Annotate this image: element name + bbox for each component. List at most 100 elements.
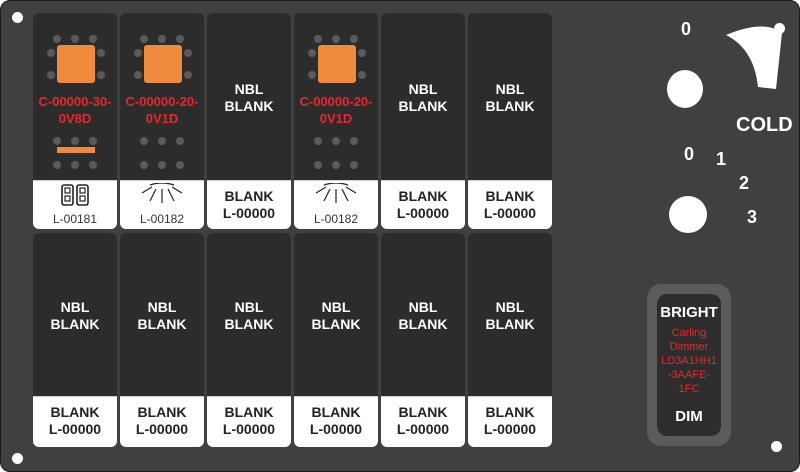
switch-legend-label: BLANK L-00000: [207, 396, 291, 447]
switch-legend-label: BLANK L-00000: [120, 396, 204, 447]
indicator-dot: [358, 71, 366, 79]
legend-text: BLANK L-00000: [396, 404, 450, 437]
temperature-knob[interactable]: [667, 70, 703, 108]
indicator-dot: [314, 137, 322, 145]
indicator-dot: [176, 161, 184, 169]
dual-rocker-icon: [33, 183, 117, 209]
switch-text: NBL BLANK: [50, 299, 100, 332]
indicator-dot: [47, 71, 55, 79]
light-rays-icon: [120, 183, 204, 209]
switch-text: NBL BLANK: [224, 299, 274, 332]
switch-legend-label: L-00181: [33, 180, 117, 229]
switch-legend-label: BLANK L-00000: [33, 396, 117, 447]
rocker-switch-11[interactable]: NBL BLANK BLANK L-00000: [381, 233, 465, 447]
rocker-switch-4[interactable]: C-00000-20- 0V1D L-00182: [294, 13, 378, 229]
legend-code: L-00182: [139, 212, 185, 226]
indicator-dot: [158, 35, 166, 43]
indicator-dot: [176, 35, 184, 43]
dimmer-switch[interactable]: BRIGHT Carling Dimmer LD3A1HH1 -3AAFE- 1…: [657, 294, 721, 436]
switch-text: NBL BLANK: [398, 299, 448, 332]
indicator-dot: [97, 71, 105, 79]
switch-legend-label: BLANK L-00000: [468, 396, 552, 447]
indicator-dot: [184, 71, 192, 79]
rocker-switch-9[interactable]: NBL BLANK BLANK L-00000: [207, 233, 291, 447]
rocker-switch-8[interactable]: NBL BLANK BLANK L-00000: [120, 233, 204, 447]
rocker-switch-12[interactable]: NBL BLANK BLANK L-00000: [468, 233, 552, 447]
indicator-dot: [314, 161, 322, 169]
temp-zero-label: 0: [681, 19, 692, 39]
indicator-lens: [144, 45, 182, 83]
indicator-dot: [184, 49, 192, 57]
bright-label: BRIGHT: [660, 304, 718, 321]
rocker-switch-3[interactable]: NBL BLANK BLANK L-00000: [207, 13, 291, 229]
switch-legend-label: BLANK L-00000: [207, 180, 291, 229]
indicator-dot: [332, 35, 340, 43]
legend-text: BLANK L-00000: [135, 404, 189, 437]
switch-text: NBL BLANK: [485, 81, 535, 114]
indicator-dot: [53, 137, 61, 145]
indicator-dot: [89, 137, 97, 145]
indicator-dot: [158, 161, 166, 169]
indicator-dot: [140, 161, 148, 169]
rocker-switch-2[interactable]: C-00000-20- 0V1D L-00182: [120, 13, 204, 229]
legend-text: BLANK L-00000: [483, 188, 537, 221]
switch-part-number: C-00000-20- 0V1D: [299, 94, 373, 126]
indicator-dot: [308, 71, 316, 79]
indicator-dot: [89, 161, 97, 169]
legend-code: L-00181: [52, 212, 98, 226]
indicator-dot: [350, 161, 358, 169]
switch-legend-label: BLANK L-00000: [381, 396, 465, 447]
switch-legend-label: BLANK L-00000: [381, 180, 465, 229]
indicator-dot: [176, 137, 184, 145]
mount-screw: [771, 441, 782, 452]
switch-legend-label: L-00182: [120, 180, 204, 229]
switch-text: NBL BLANK: [224, 81, 274, 114]
indicator-bar: [57, 147, 95, 153]
switch-legend-label: BLANK L-00000: [294, 396, 378, 447]
mount-screw: [774, 23, 785, 34]
indicator-dot: [314, 35, 322, 43]
light-rays-icon: [294, 183, 378, 209]
dimmer-bezel: BRIGHT Carling Dimmer LD3A1HH1 -3AAFE- 1…: [647, 284, 731, 446]
legend-text: BLANK L-00000: [483, 404, 537, 437]
indicator-dot: [134, 71, 142, 79]
rocker-switch-7[interactable]: NBL BLANK BLANK L-00000: [33, 233, 117, 447]
switch-part-number: C-00000-20- 0V1D: [125, 94, 199, 126]
indicator-dot: [53, 161, 61, 169]
dim-label: DIM: [675, 408, 703, 425]
indicator-dot: [71, 161, 79, 169]
legend-text: BLANK L-00000: [48, 404, 102, 437]
fan-speed-knob[interactable]: [669, 196, 707, 233]
indicator-dot: [358, 49, 366, 57]
rocker-switch-10[interactable]: NBL BLANK BLANK L-00000: [294, 233, 378, 447]
rocker-switch-5[interactable]: NBL BLANK BLANK L-00000: [381, 13, 465, 229]
indicator-lens: [57, 45, 95, 83]
mount-screw: [12, 12, 23, 23]
indicator-dot: [53, 35, 61, 43]
fan-zero-label: 0: [684, 144, 695, 164]
indicator-lens: [318, 45, 356, 83]
switch-text: NBL BLANK: [398, 81, 448, 114]
fan-two-label: 2: [739, 173, 750, 193]
switch-text: NBL BLANK: [311, 299, 361, 332]
indicator-dot: [350, 137, 358, 145]
indicator-dot: [97, 49, 105, 57]
switch-part-number: C-00000-30- 0V8D: [38, 94, 112, 126]
rocker-switch-1[interactable]: C-00000-30- 0V8D L-00181: [33, 13, 117, 229]
legend-text: BLANK L-00000: [222, 188, 276, 221]
switch-legend-label: L-00182: [294, 180, 378, 229]
rocker-switch-6[interactable]: NBL BLANK BLANK L-00000: [468, 13, 552, 229]
indicator-dot: [308, 49, 316, 57]
cold-wedge-icon: [726, 26, 782, 89]
indicator-dot: [332, 137, 340, 145]
indicator-dot: [350, 35, 358, 43]
legend-text: BLANK L-00000: [222, 404, 276, 437]
indicator-dot: [332, 161, 340, 169]
switch-text: NBL BLANK: [485, 299, 535, 332]
indicator-dot: [140, 137, 148, 145]
indicator-dot: [47, 49, 55, 57]
switch-text: NBL BLANK: [137, 299, 187, 332]
cold-label: COLD: [736, 114, 793, 136]
legend-code: L-00182: [313, 212, 359, 226]
